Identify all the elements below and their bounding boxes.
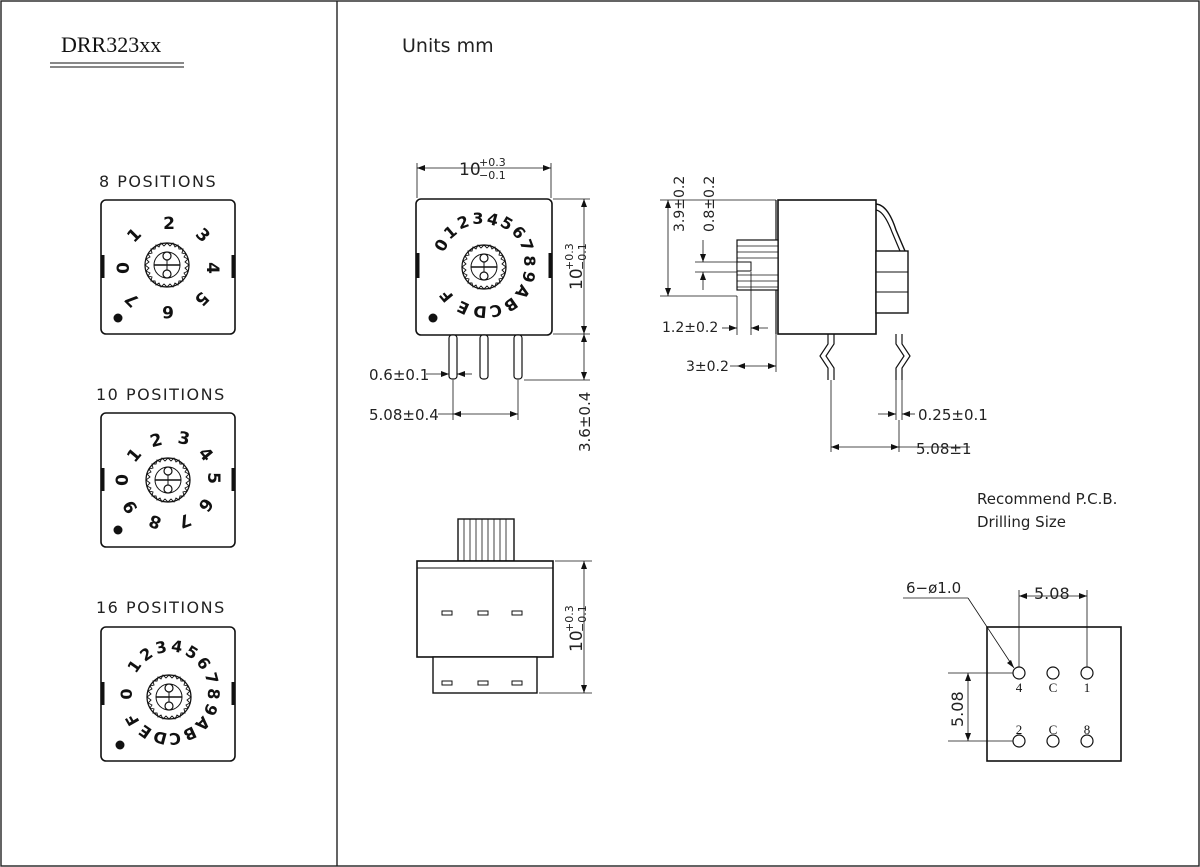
svg-text:3: 3 xyxy=(472,209,483,228)
front-view: 0 1 2 3 4 5 6 7 8 9 A B C D E F 10 +0.3 … xyxy=(369,156,594,452)
svg-text:0: 0 xyxy=(114,262,134,274)
dim-height-tol-lo: −0.1 xyxy=(576,243,589,270)
svg-text:3: 3 xyxy=(154,637,169,658)
dim-bottom-tol-lo: −0.1 xyxy=(576,605,589,632)
pcb-drilling: Recommend P.C.B. Drilling Size 4 C 1 2 C… xyxy=(903,490,1122,762)
dim-side-d2: 3±0.2 xyxy=(686,359,729,375)
dim-width-tol-lo: −0.1 xyxy=(479,169,506,182)
svg-text:9: 9 xyxy=(518,269,539,285)
svg-text:0: 0 xyxy=(113,474,133,486)
dim-height-tol-hi: +0.3 xyxy=(563,243,576,270)
svg-text:6: 6 xyxy=(162,301,174,321)
dim-side-h2: 0.8±0.2 xyxy=(702,176,718,232)
svg-text:8: 8 xyxy=(520,255,539,266)
svg-text:D: D xyxy=(151,727,169,749)
pin-label-4: 4 xyxy=(1016,680,1023,695)
svg-text:C: C xyxy=(488,300,504,321)
pin-label-8: 8 xyxy=(1084,722,1091,737)
pin-label-2: 2 xyxy=(1016,722,1023,737)
pin-label-c-top: C xyxy=(1049,680,1058,695)
drawing-title: DRR323xx xyxy=(50,32,184,68)
dial-8-positions: 2 3 4 5 6 7 0 1 xyxy=(100,199,236,335)
dim-bottom-value: 10 xyxy=(567,630,587,652)
svg-text:2: 2 xyxy=(148,430,165,452)
svg-text:4: 4 xyxy=(202,262,222,274)
variant-8-label: 8 POSITIONS xyxy=(99,172,217,191)
dim-pin-pitch: 5.08±0.4 xyxy=(369,406,439,424)
pcb-pitch-x: 5.08 xyxy=(1034,584,1070,603)
svg-text:D: D xyxy=(473,301,488,321)
dial-10-positions: 2 3 4 5 6 7 8 9 0 1 xyxy=(100,412,236,548)
pcb-title-1: Recommend P.C.B. xyxy=(977,490,1117,508)
pin-label-c-bottom: C xyxy=(1049,722,1058,737)
pcb-title-2: Drilling Size xyxy=(977,513,1066,531)
pin-label-1: 1 xyxy=(1084,680,1091,695)
pcb-pitch-y: 5.08 xyxy=(948,691,967,727)
svg-text:4: 4 xyxy=(170,636,184,657)
dim-bottom-tol-hi: +0.3 xyxy=(563,605,576,632)
dim-width-tol-hi: +0.3 xyxy=(479,156,506,169)
dim-side-h1: 3.9±0.2 xyxy=(672,176,688,232)
dim-lead-thk: 0.25±0.1 xyxy=(918,406,988,424)
svg-text:8: 8 xyxy=(204,688,224,701)
svg-text:7: 7 xyxy=(201,670,222,686)
dim-pin-length: 3.6±0.4 xyxy=(576,392,594,452)
svg-text:3: 3 xyxy=(176,428,191,450)
svg-text:5: 5 xyxy=(203,472,223,484)
svg-text:C: C xyxy=(168,729,181,749)
title-text: DRR323xx xyxy=(61,32,161,57)
svg-text:4: 4 xyxy=(485,209,501,230)
units-label: Units mm xyxy=(402,35,494,57)
variant-10-label: 10 POSITIONS xyxy=(96,385,226,404)
dim-pin-width: 0.6±0.1 xyxy=(369,366,429,384)
bottom-view: 10 +0.3 −0.1 xyxy=(416,518,592,694)
dim-height-value: 10 xyxy=(567,268,587,290)
svg-text:2: 2 xyxy=(163,214,175,234)
dim-width-value: 10 xyxy=(459,160,481,180)
pcb-holes: 6−ø1.0 xyxy=(906,579,961,597)
dim-lead-pitch: 5.08±1 xyxy=(916,440,972,458)
svg-text:0: 0 xyxy=(117,688,136,699)
dim-side-d1: 1.2±0.2 xyxy=(662,320,718,336)
side-view: 3.9±0.2 0.8±0.2 1.2±0.2 3±0.2 0.25±0.1 5… xyxy=(660,176,988,458)
variant-16-label: 16 POSITIONS xyxy=(96,598,226,617)
dial-16-positions: 1 2 3 4 5 6 7 8 9 A B C D E F 0 xyxy=(100,626,236,762)
